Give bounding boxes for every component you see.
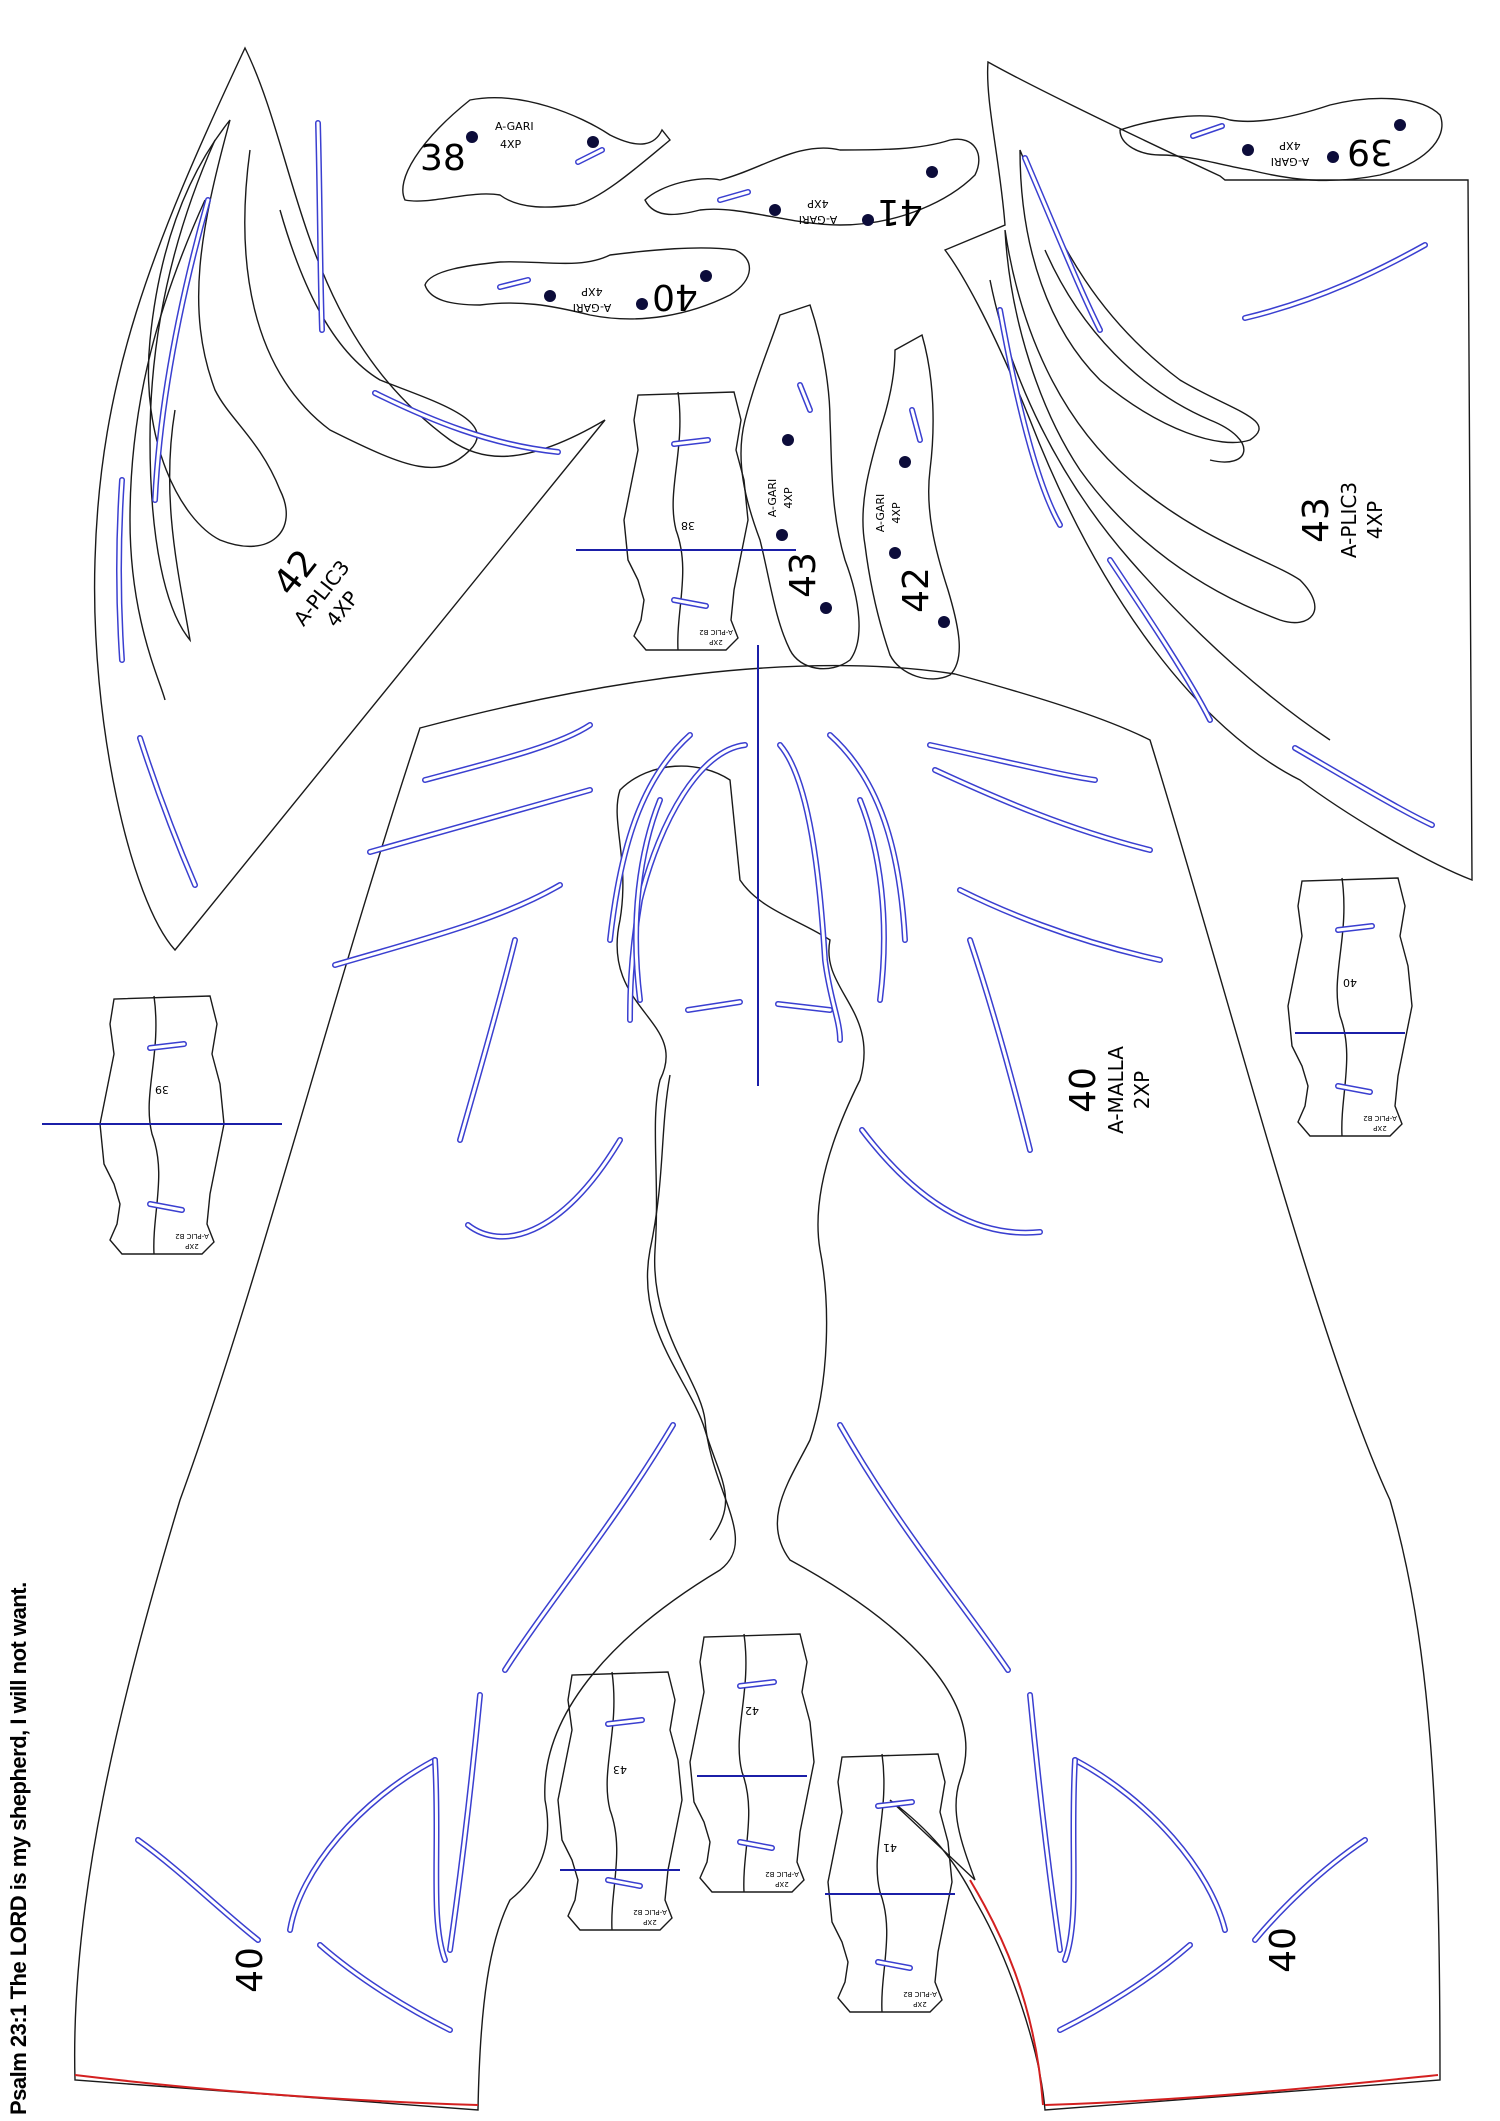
aplicb2-code-41: A-PLIC B2 [903, 1990, 937, 1998]
agari-qty-39: 4XP [1279, 139, 1301, 152]
agari-code-40: A-GARI [573, 301, 612, 314]
agari-code-43: A-GARI [766, 479, 779, 518]
aplicb2-piece-42: 42 A-PLIC B2 2XP [690, 1634, 814, 1892]
aplicb2-size-42: 42 [745, 1704, 759, 1717]
aplicb2-size-38: 38 [681, 519, 695, 532]
agari-size-39: 39 [1347, 131, 1393, 172]
agari-qty-38: 4XP [500, 138, 522, 151]
agari-piece-42: 42 A-GARI 4XP [862, 333, 960, 680]
amalla-code: A-MALLA [1104, 1046, 1128, 1134]
aplicb2-size-41: 41 [883, 1841, 897, 1854]
amalla-qty: 2XP [1130, 1071, 1154, 1110]
aplicb2-qty-38: 2XP [709, 638, 722, 646]
aplicb2-code-40: A-PLIC B2 [1363, 1114, 1397, 1122]
agari-code-41: A-GARI [799, 213, 838, 226]
aplic3-code-43: A-PLIC3 [1337, 482, 1361, 558]
aplic3-size-43: 43 [1296, 497, 1337, 543]
agari-qty-41: 4XP [807, 197, 829, 210]
amalla-piece-40: 40 A-MALLA 2XP 40 40 [73, 645, 1441, 2111]
amalla-corner-left: 40 [230, 1947, 271, 1993]
agari-size-41: 41 [877, 191, 923, 232]
aplicb2-code-39: A-PLIC B2 [175, 1232, 209, 1240]
aplicb2-code-43: A-PLIC B2 [633, 1908, 667, 1916]
agari-qty-40: 4XP [581, 285, 603, 298]
agari-size-40: 40 [652, 276, 698, 317]
agari-piece-40: 40 A-GARI 4XP [424, 247, 751, 320]
agari-size-42: 42 [896, 567, 937, 613]
agari-piece-38: 38 A-GARI 4XP [402, 97, 671, 208]
aplicb2-code-38: A-PLIC B2 [699, 628, 733, 636]
agari-size-38: 38 [420, 138, 466, 179]
agari-code-38: A-GARI [495, 120, 534, 133]
aplicb2-piece-38: 38 A-PLIC B2 2XP [576, 392, 796, 650]
aplicb2-size-39: 39 [155, 1083, 169, 1096]
aplicb2-qty-40: 2XP [1373, 1124, 1386, 1132]
aplicb2-size-43: 43 [613, 1763, 627, 1776]
aplic3-piece-42: 42 A-PLIC3 4XP [93, 46, 606, 952]
aplicb2-qty-39: 2XP [185, 1242, 198, 1250]
agari-qty-42: 4XP [890, 502, 903, 524]
aplicb2-piece-40: 40 A-PLIC B2 2XP [1288, 878, 1412, 1136]
agari-code-39: A-GARI [1271, 155, 1310, 168]
agari-code-42: A-GARI [874, 494, 887, 533]
aplicb2-qty-43: 2XP [643, 1918, 656, 1926]
agari-qty-43: 4XP [782, 487, 795, 509]
amalla-size: 40 [1063, 1067, 1104, 1113]
aplic3-qty-43: 4XP [1363, 501, 1387, 540]
scripture-caption: Psalm 23:1 The LORD is my shepherd, I wi… [6, 1582, 31, 2115]
aplicb2-code-42: A-PLIC B2 [765, 1870, 799, 1878]
aplic3-piece-43: 43 A-PLIC3 4XP [943, 60, 1473, 882]
aplicb2-piece-39: 39 A-PLIC B2 2XP [42, 996, 282, 1254]
agari-piece-41: 41 A-GARI 4XP [644, 138, 980, 232]
agari-piece-39: 39 A-GARI 4XP [1119, 97, 1443, 182]
aplicb2-qty-42: 2XP [775, 1880, 788, 1888]
aplicb2-piece-41: 41 A-PLIC B2 2XP [825, 1754, 955, 2012]
agari-piece-43: 43 A-GARI 4XP [740, 304, 860, 670]
aplicb2-qty-41: 2XP [913, 2000, 926, 2008]
aplicb2-piece-43: 43 A-PLIC B2 2XP [558, 1672, 682, 1930]
agari-size-43: 43 [783, 552, 824, 598]
aplicb2-size-40: 40 [1343, 976, 1357, 989]
amalla-corner-right: 40 [1263, 1927, 1304, 1973]
